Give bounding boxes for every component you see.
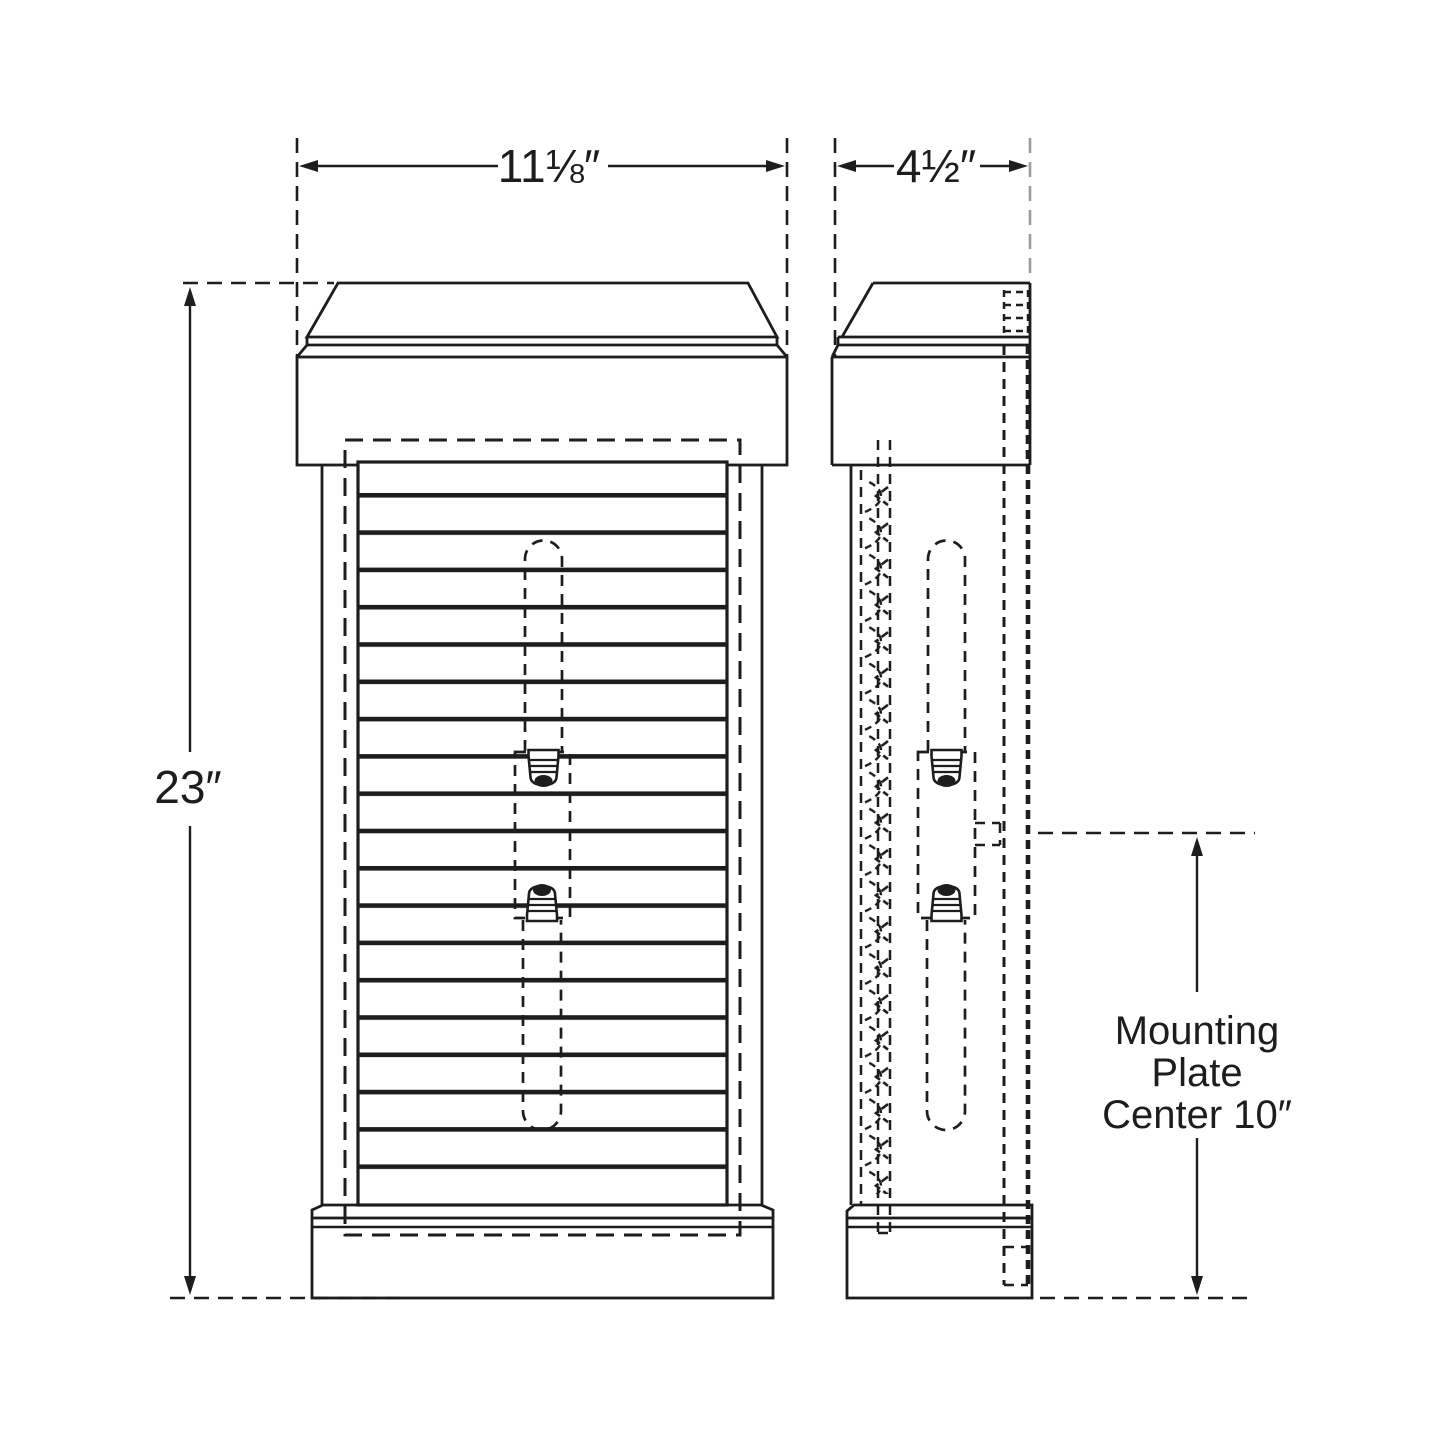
depth-dimension-label: 4½″ xyxy=(896,140,976,192)
mounting-screw-dashed xyxy=(1002,290,1030,336)
side-lamping xyxy=(916,539,1002,1132)
arrow-right-icon xyxy=(766,160,785,172)
side-mount-tab-dashed xyxy=(975,821,1002,847)
front-body-columns xyxy=(320,465,764,1205)
arrow-up-icon xyxy=(1191,837,1203,856)
side-lower-bulb-dashed xyxy=(925,920,967,1132)
front-louver-panel xyxy=(356,460,729,1207)
mounting-plate-label-line2: Plate xyxy=(1151,1051,1242,1095)
front-louvers xyxy=(358,493,727,1183)
arrow-left-icon xyxy=(837,160,856,172)
side-upper-bulb-base xyxy=(930,748,963,789)
side-cap xyxy=(830,281,1032,467)
arrow-down-icon xyxy=(184,1276,196,1295)
dimension-width: 11⅛″ xyxy=(295,138,789,357)
arrow-right-icon xyxy=(1009,160,1028,172)
front-cap xyxy=(295,281,789,467)
front-lower-bulb-base xyxy=(525,882,559,923)
side-louver-texture xyxy=(861,478,889,1194)
side-louver-strip xyxy=(849,440,892,1235)
front-lamping xyxy=(513,539,572,1132)
front-base xyxy=(310,1203,775,1300)
front-upper-bulb-base xyxy=(527,748,560,789)
mounting-plate-label-line3: Center 10″ xyxy=(1102,1093,1292,1137)
dimension-mounting-plate-center: Mounting Plate Center 10″ xyxy=(1038,831,1292,1300)
arrow-left-icon xyxy=(299,160,318,172)
height-dimension-label: 23″ xyxy=(154,761,221,813)
dimension-depth: 4½″ xyxy=(833,138,1032,356)
arrow-up-icon xyxy=(184,287,196,306)
width-dimension-label: 11⅛″ xyxy=(498,140,600,192)
side-upper-bulb-dashed xyxy=(926,539,967,751)
side-base xyxy=(845,1203,1034,1300)
arrow-down-icon xyxy=(1191,1276,1203,1295)
front-inner-enclosure-dashed xyxy=(343,438,742,1237)
front-upper-bulb-dashed xyxy=(523,539,564,751)
front-lower-bulb-dashed xyxy=(521,920,563,1132)
side-mounting-plate xyxy=(1002,290,1031,1287)
side-view xyxy=(830,281,1034,1300)
front-view xyxy=(295,281,789,1300)
mounting-plate-label-line1: Mounting xyxy=(1115,1009,1280,1053)
side-lower-bulb-base xyxy=(930,882,963,923)
